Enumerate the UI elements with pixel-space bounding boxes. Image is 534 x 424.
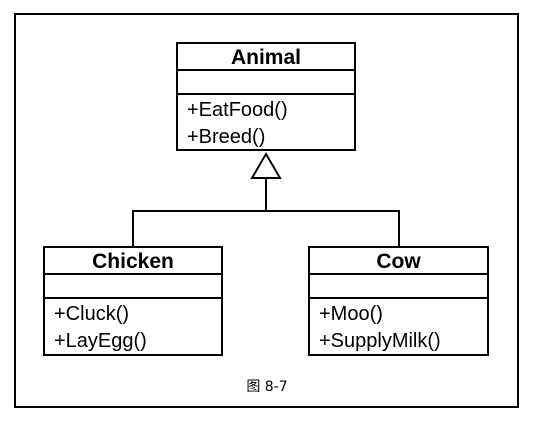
attributes-compartment [310,275,487,299]
operation-layegg: +LayEgg() [54,330,147,352]
class-animal: Animal +EatFood() +Breed() [176,42,356,151]
operations-compartment: +EatFood() +Breed() [178,95,354,151]
figure-caption: 图 8-7 [246,379,288,395]
class-name: Animal [178,44,354,71]
class-name: Cow [310,248,487,275]
operations-compartment: +Cluck() +LayEgg() [45,299,221,355]
operation-moo: +Moo() [319,303,383,325]
operation-eatfood: +EatFood() [187,99,288,121]
class-name: Chicken [45,248,221,275]
operation-cluck: +Cluck() [54,303,130,325]
operation-breed: +Breed() [187,126,266,148]
class-cow: Cow +Moo() +SupplyMilk() [308,246,489,356]
attributes-compartment [45,275,221,299]
class-chicken: Chicken +Cluck() +LayEgg() [43,246,223,356]
operation-supplymilk: +SupplyMilk() [319,330,441,352]
figure-frame [14,13,519,408]
operations-compartment: +Moo() +SupplyMilk() [310,299,487,355]
attributes-compartment [178,71,354,95]
